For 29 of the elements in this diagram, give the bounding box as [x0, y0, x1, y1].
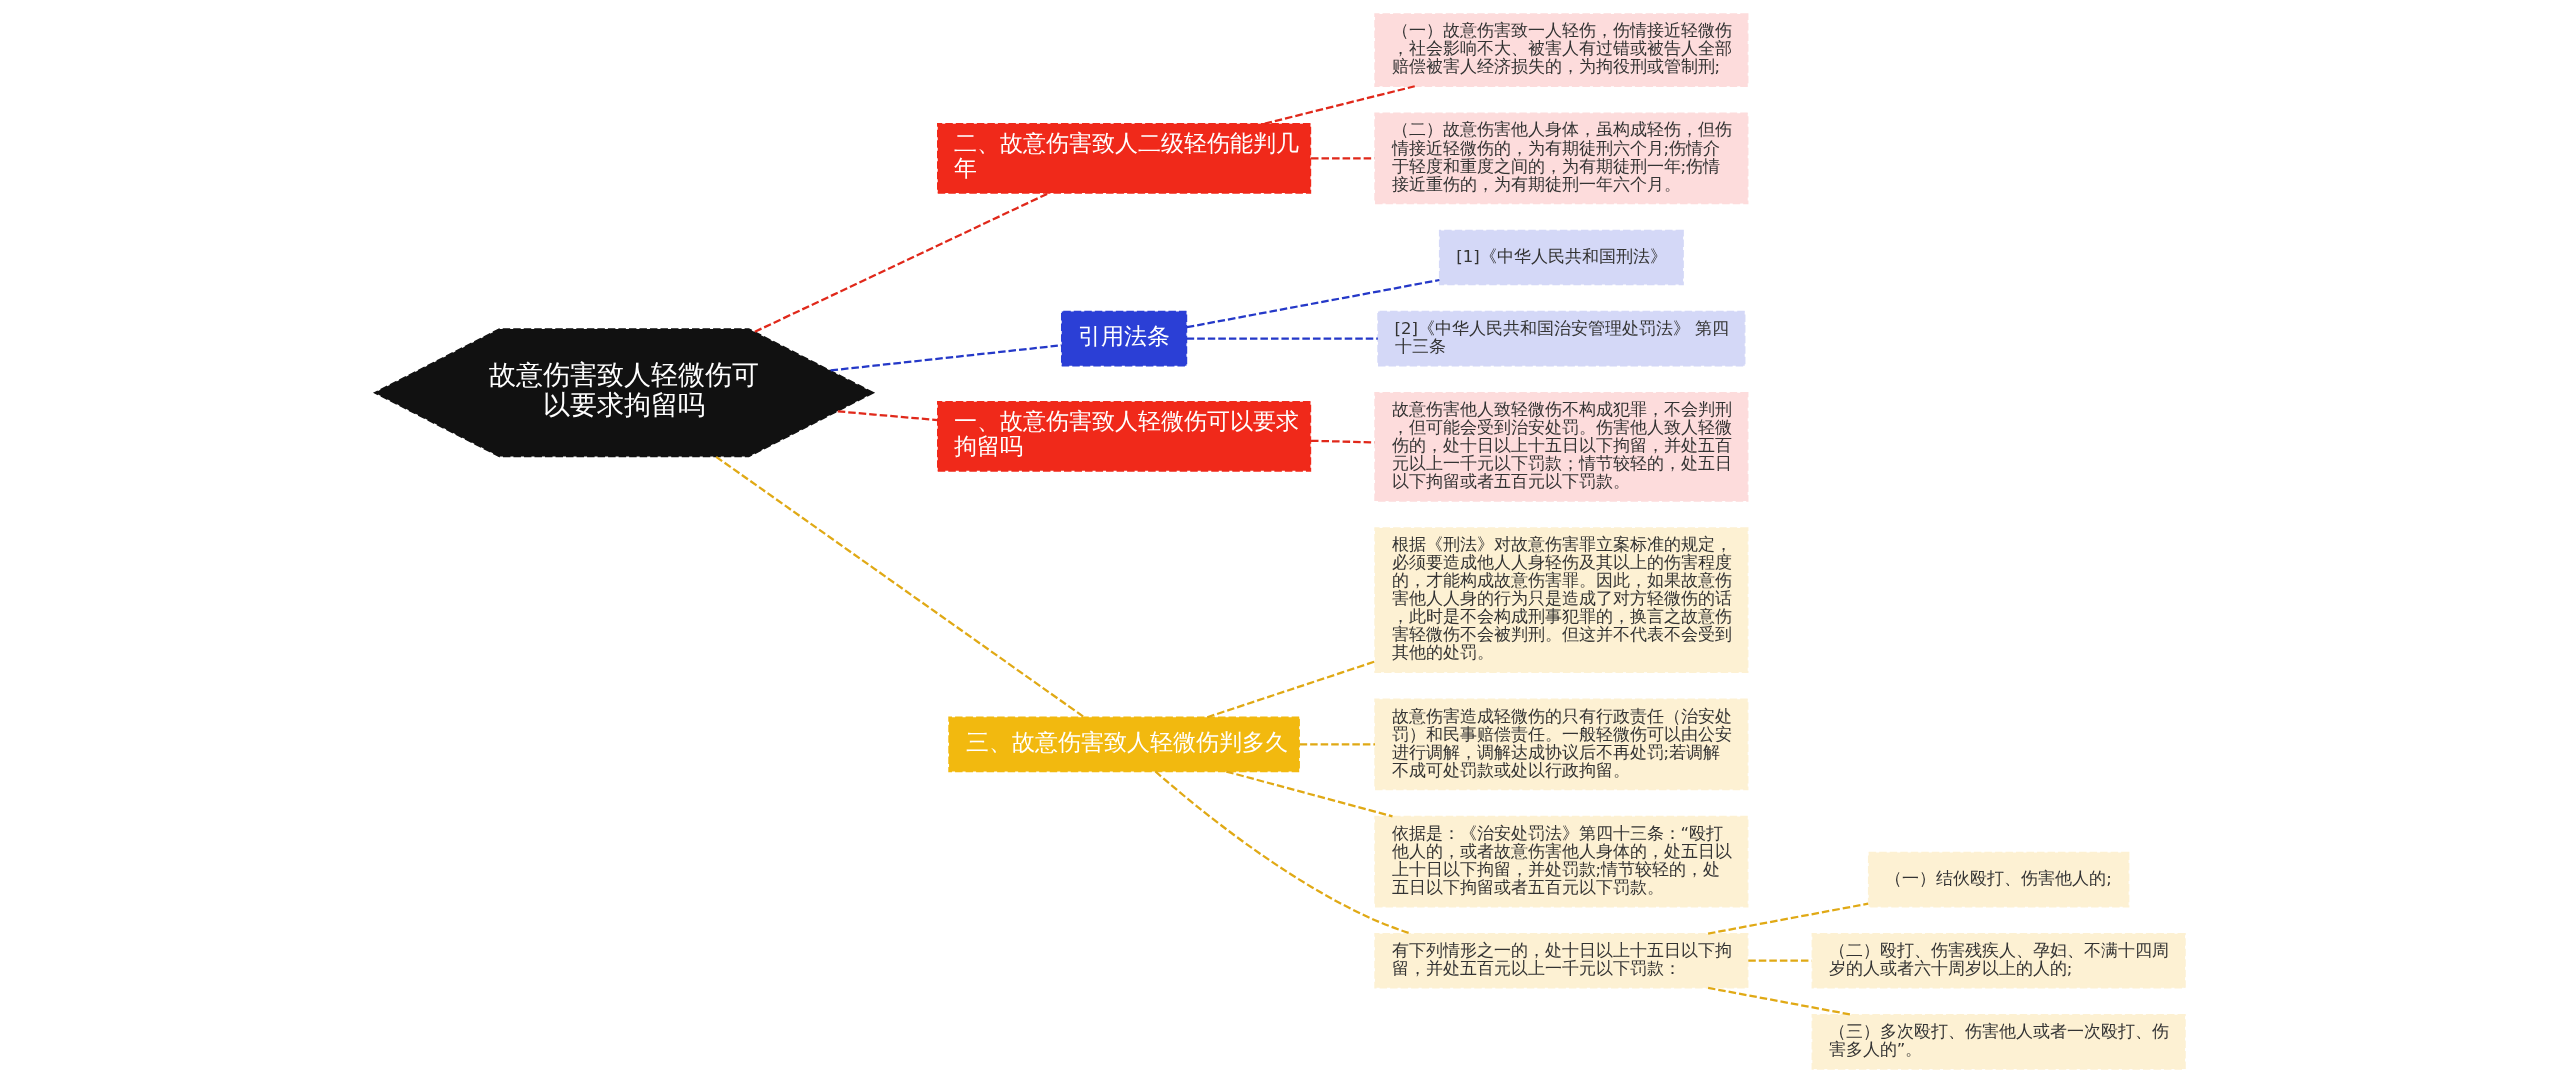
node-box: （二）殴打、伤害残疾人、孕妇、不满十四周岁的人或者六十周岁以上的人的; [1811, 932, 2186, 989]
node-box: （一）结伙殴打、伤害他人的; [1867, 851, 2130, 908]
node-box: 故意伤害他人致轻微伤不构成犯罪，不会判刑，但可能会受到治安处罚。伤害他人致人轻微伤的，处十日以上十五日以下拘留，并处五百元以上一千元以下罚款；情节较轻的，处五日以下拘留或者五百元以下罚款。 [1374, 392, 1749, 502]
node-box: （一）故意伤害致一人轻伤，伤情接近轻微伤，社会影响不大、被害人有过错或被告人全部赔偿被害人经济损失的，为拘役刑或管制刑; [1374, 13, 1749, 87]
node-box: （二）故意伤害他人身体，虽构成轻伤，但伤情接近轻微伤的，为有期徒刑六个月;伤情介于轻度和重度之间的，为有期徒刑一年;伤情接近重伤的，为有期徒刑一年六个月。 [1374, 112, 1749, 205]
connector [1264, 85, 1415, 125]
connector [1748, 959, 1812, 962]
connector [837, 410, 938, 422]
node-box: 引用法条 [1061, 310, 1188, 367]
connector [1186, 337, 1378, 340]
node-box: 三、故意伤害致人轻微伤判多久 [948, 716, 1300, 773]
node-box: 根据《刑法》对故意伤害罪立案标准的规定，必须要造成他人人身轻伤及其以上的伤害程度的，才能构成故意伤害罪。因此，如果故意伤害他人人身的行为只是造成了对方轻微伤的话，此时是不会构成刑事犯罪的，换言之故意伤害轻微伤不会被判刑。但这并不代表不会受到其他的处罚。 [1374, 527, 1749, 673]
node-box: （三）多次殴打、伤害他人或者一次殴打、伤害多人的”。 [1811, 1014, 2186, 1070]
connector [1154, 770, 1412, 935]
connector [1186, 278, 1440, 329]
node-box: 有下列情形之一的，处十日以上十五日以下拘留，并处五百元以上一千元以下罚款： [1374, 932, 1749, 989]
node-box: [1]《中华人民共和国刑法》 [1438, 229, 1684, 286]
node-box: [2]《中华人民共和国治安管理处罚法》 第四十三条 [1377, 310, 1746, 367]
connector [1299, 743, 1376, 746]
connector [1206, 660, 1376, 719]
node-box: 一、故意伤害致人轻微伤可以要求拘留吗 [937, 401, 1312, 472]
node-box: 故意伤害造成轻微伤的只有行政责任（治安处罚）和民事赔偿责任。一般轻微伤可以由公安进行调解，调解达成协议后不再处罚;若调解不成可处罚款或处以行政拘留。 [1374, 698, 1749, 791]
node-box: 依据是：《治安处罚法》第四十三条：“殴打他人的，或者故意伤害他人身体的，处五日以上十日以下拘留，并处罚款;情节较轻的，处五日以下拘留或者五百元以下罚款。 [1374, 815, 1749, 908]
connector [715, 455, 1085, 719]
connector [1707, 986, 1853, 1016]
connector [1707, 902, 1869, 935]
connector [754, 192, 1050, 333]
connector [1226, 770, 1393, 818]
node-box: 二、故意伤害致人二级轻伤能判几年 [937, 123, 1312, 194]
